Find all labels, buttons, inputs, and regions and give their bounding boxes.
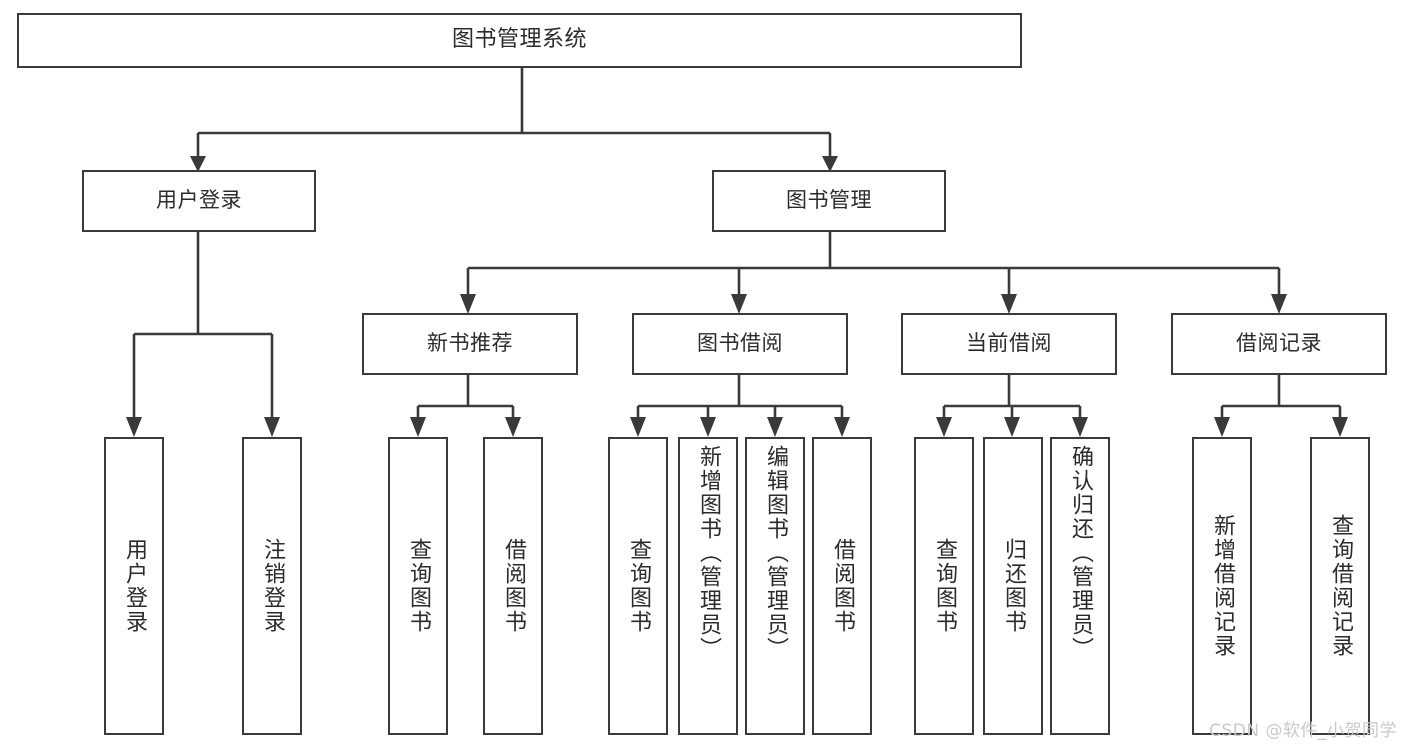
arrow-head-borrow-record-leaf2	[1332, 417, 1348, 437]
arrow-head-new-book-leaf2	[505, 417, 521, 437]
arrow-head-book-borrow-leaf1	[630, 417, 646, 437]
arrow-head-borrow-record	[1271, 294, 1287, 314]
leaf-book-borrow-edit-label: 编辑图书（管理员）	[762, 445, 788, 661]
arrow-head-user-login-leaf1	[126, 417, 142, 437]
arrow-head-book-borrow-leaf3	[767, 417, 783, 437]
leaf-borrow-record-add-label: 新增借阅记录	[1209, 514, 1235, 658]
node-new-book-recommend-label: 新书推荐	[427, 331, 513, 356]
arrow-head-borrow-record-leaf1	[1214, 417, 1230, 437]
arrow-head-user-login-leaf2	[264, 417, 280, 437]
leaf-book-borrow-query-label: 查询图书	[625, 538, 651, 634]
node-root[interactable]: 图书管理系统	[17, 13, 1022, 68]
node-book-borrow[interactable]: 图书借阅	[632, 313, 848, 375]
leaf-book-borrow-borrow[interactable]: 借阅图书	[812, 437, 872, 735]
arrow-head-book-borrow-leaf2	[700, 417, 716, 437]
leaf-current-borrow-return-label: 归还图书	[1000, 538, 1026, 634]
arrow-head-book-borrow-leaf4	[834, 417, 850, 437]
leaf-new-book-query-label: 查询图书	[405, 538, 431, 634]
leaf-borrow-record-query[interactable]: 查询借阅记录	[1310, 437, 1370, 735]
leaf-current-borrow-confirm[interactable]: 确认归还（管理员）	[1050, 437, 1110, 735]
node-book-management-label: 图书管理	[786, 188, 872, 213]
arrow-head-current-borrow-leaf3	[1072, 417, 1088, 437]
leaf-book-borrow-borrow-label: 借阅图书	[829, 538, 855, 634]
leaf-book-borrow-add[interactable]: 新增图书（管理员）	[678, 437, 738, 735]
arrow-head-new-book	[460, 294, 476, 314]
node-user-login-label: 用户登录	[156, 188, 242, 213]
leaf-borrow-record-add[interactable]: 新增借阅记录	[1192, 437, 1252, 735]
node-user-login[interactable]: 用户登录	[82, 170, 316, 232]
node-current-borrow-label: 当前借阅	[966, 331, 1052, 356]
leaf-user-login-logout[interactable]: 注销登录	[242, 437, 302, 735]
node-borrow-record[interactable]: 借阅记录	[1171, 313, 1387, 375]
node-new-book-recommend[interactable]: 新书推荐	[362, 313, 578, 375]
leaf-current-borrow-return[interactable]: 归还图书	[983, 437, 1043, 735]
watermark: CSDN @软件_小贺同学	[1209, 721, 1397, 741]
leaf-borrow-record-query-label: 查询借阅记录	[1327, 514, 1353, 658]
node-current-borrow[interactable]: 当前借阅	[901, 313, 1117, 375]
node-book-borrow-label: 图书借阅	[697, 331, 783, 356]
node-root-label: 图书管理系统	[451, 27, 587, 53]
leaf-new-book-query[interactable]: 查询图书	[388, 437, 448, 735]
arrow-head-current-borrow-leaf2	[1004, 417, 1020, 437]
leaf-book-borrow-edit[interactable]: 编辑图书（管理员）	[745, 437, 805, 735]
arrow-head-current-borrow-leaf1	[936, 417, 952, 437]
leaf-current-borrow-confirm-label: 确认归还（管理员）	[1067, 445, 1093, 661]
arrow-head-book-borrow	[731, 294, 747, 314]
leaf-book-borrow-add-label: 新增图书（管理员）	[695, 445, 721, 661]
arrow-head-new-book-leaf1	[410, 417, 426, 437]
leaf-user-login-logout-label: 注销登录	[259, 538, 285, 634]
node-borrow-record-label: 借阅记录	[1236, 331, 1322, 356]
arrow-head-current-borrow	[1001, 294, 1017, 314]
leaf-book-borrow-query[interactable]: 查询图书	[608, 437, 668, 735]
leaf-current-borrow-query-label: 查询图书	[931, 538, 957, 634]
leaf-user-login-login-label: 用户登录	[121, 538, 147, 634]
node-book-management[interactable]: 图书管理	[712, 170, 946, 232]
leaf-current-borrow-query[interactable]: 查询图书	[914, 437, 974, 735]
leaf-user-login-login[interactable]: 用户登录	[104, 437, 164, 735]
leaf-new-book-borrow-label: 借阅图书	[500, 538, 526, 634]
leaf-new-book-borrow[interactable]: 借阅图书	[483, 437, 543, 735]
